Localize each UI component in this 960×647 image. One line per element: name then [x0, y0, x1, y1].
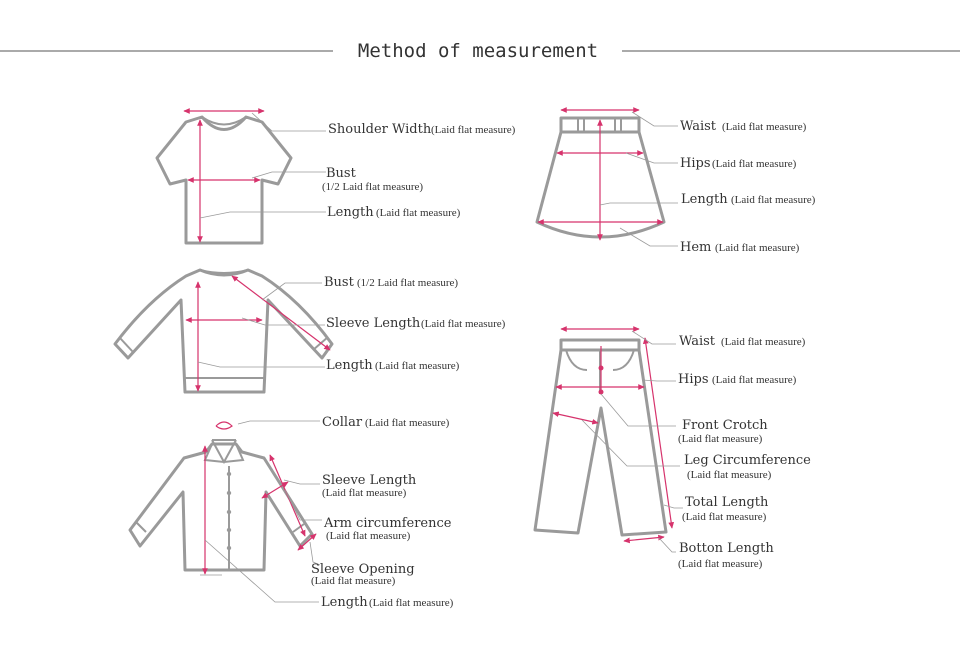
label-sweater-sleeve-sub: (Laid flat measure)	[421, 318, 506, 330]
label-shirt-arm-sub: (Laid flat measure)	[326, 530, 411, 542]
label-skirt-length-sub: (Laid flat measure)	[731, 194, 816, 206]
label-skirt-waist: Waist	[680, 119, 717, 134]
label-pants-crotch: Front Crotch	[682, 418, 768, 433]
label-skirt-length: Length	[681, 192, 728, 207]
label-sweater-bust-sub: (1/2 Laid flat measure)	[357, 277, 458, 289]
label-pants-leg-sub: (Laid flat measure)	[687, 469, 772, 481]
label-shirt-opening-sub: (Laid flat measure)	[311, 575, 396, 587]
sweater-illustration	[113, 268, 334, 394]
shirt-illustration	[128, 420, 322, 603]
label-skirt-hem: Hem	[680, 240, 711, 255]
label-shirt-length: Length	[321, 595, 368, 610]
header: Method of measurement	[0, 40, 960, 62]
label-pants-waist: Waist	[679, 334, 716, 349]
label-pants-crotch-sub: (Laid flat measure)	[678, 433, 763, 445]
label-tshirt-bust: Bust	[326, 166, 357, 181]
label-shirt-opening: Sleeve Opening	[311, 562, 415, 577]
label-shirt-collar: Collar	[322, 415, 363, 430]
tshirt-illustration	[155, 108, 326, 245]
label-shirt-sleeve-sub: (Laid flat measure)	[322, 487, 407, 499]
label-sweater-sleeve: Sleeve Length	[326, 316, 421, 331]
label-skirt-hips: Hips	[680, 156, 711, 171]
label-sweater-length: Length	[326, 358, 373, 373]
label-sweater-bust: Bust	[324, 275, 355, 290]
label-shirt-length-sub: (Laid flat measure)	[369, 597, 454, 609]
label-tshirt-bust-sub: (1/2 Laid flat measure)	[322, 181, 423, 193]
label-tshirt-shoulder-sub: (Laid flat measure)	[431, 124, 516, 136]
label-skirt-hem-sub: (Laid flat measure)	[715, 242, 800, 254]
label-pants-bottom: Botton Length	[679, 541, 774, 556]
label-skirt-hips-sub: (Laid flat measure)	[712, 158, 797, 170]
page-title: Method of measurement	[358, 40, 598, 62]
label-tshirt-length-sub: (Laid flat measure)	[376, 207, 461, 219]
pants-illustration	[533, 326, 683, 553]
label-sweater-length-sub: (Laid flat measure)	[375, 360, 460, 372]
label-shirt-collar-sub: (Laid flat measure)	[365, 417, 450, 429]
label-pants-total: Total Length	[685, 495, 769, 510]
label-pants-bottom-sub: (Laid flat measure)	[678, 558, 763, 570]
label-tshirt-length: Length	[327, 205, 374, 220]
skirt-illustration	[535, 107, 678, 247]
label-pants-total-sub: (Laid flat measure)	[682, 511, 767, 523]
label-pants-hips: Hips	[678, 372, 709, 387]
label-pants-hips-sub: (Laid flat measure)	[712, 374, 797, 386]
label-pants-waist-sub: (Laid flat measure)	[721, 336, 806, 348]
label-pants-leg: Leg Circumference	[684, 453, 811, 468]
label-skirt-waist-sub: (Laid flat measure)	[722, 121, 807, 133]
label-shirt-sleeve: Sleeve Length	[322, 473, 417, 488]
label-tshirt-shoulder: Shoulder Width	[328, 122, 432, 137]
label-shirt-arm: Arm circumference	[323, 516, 452, 531]
